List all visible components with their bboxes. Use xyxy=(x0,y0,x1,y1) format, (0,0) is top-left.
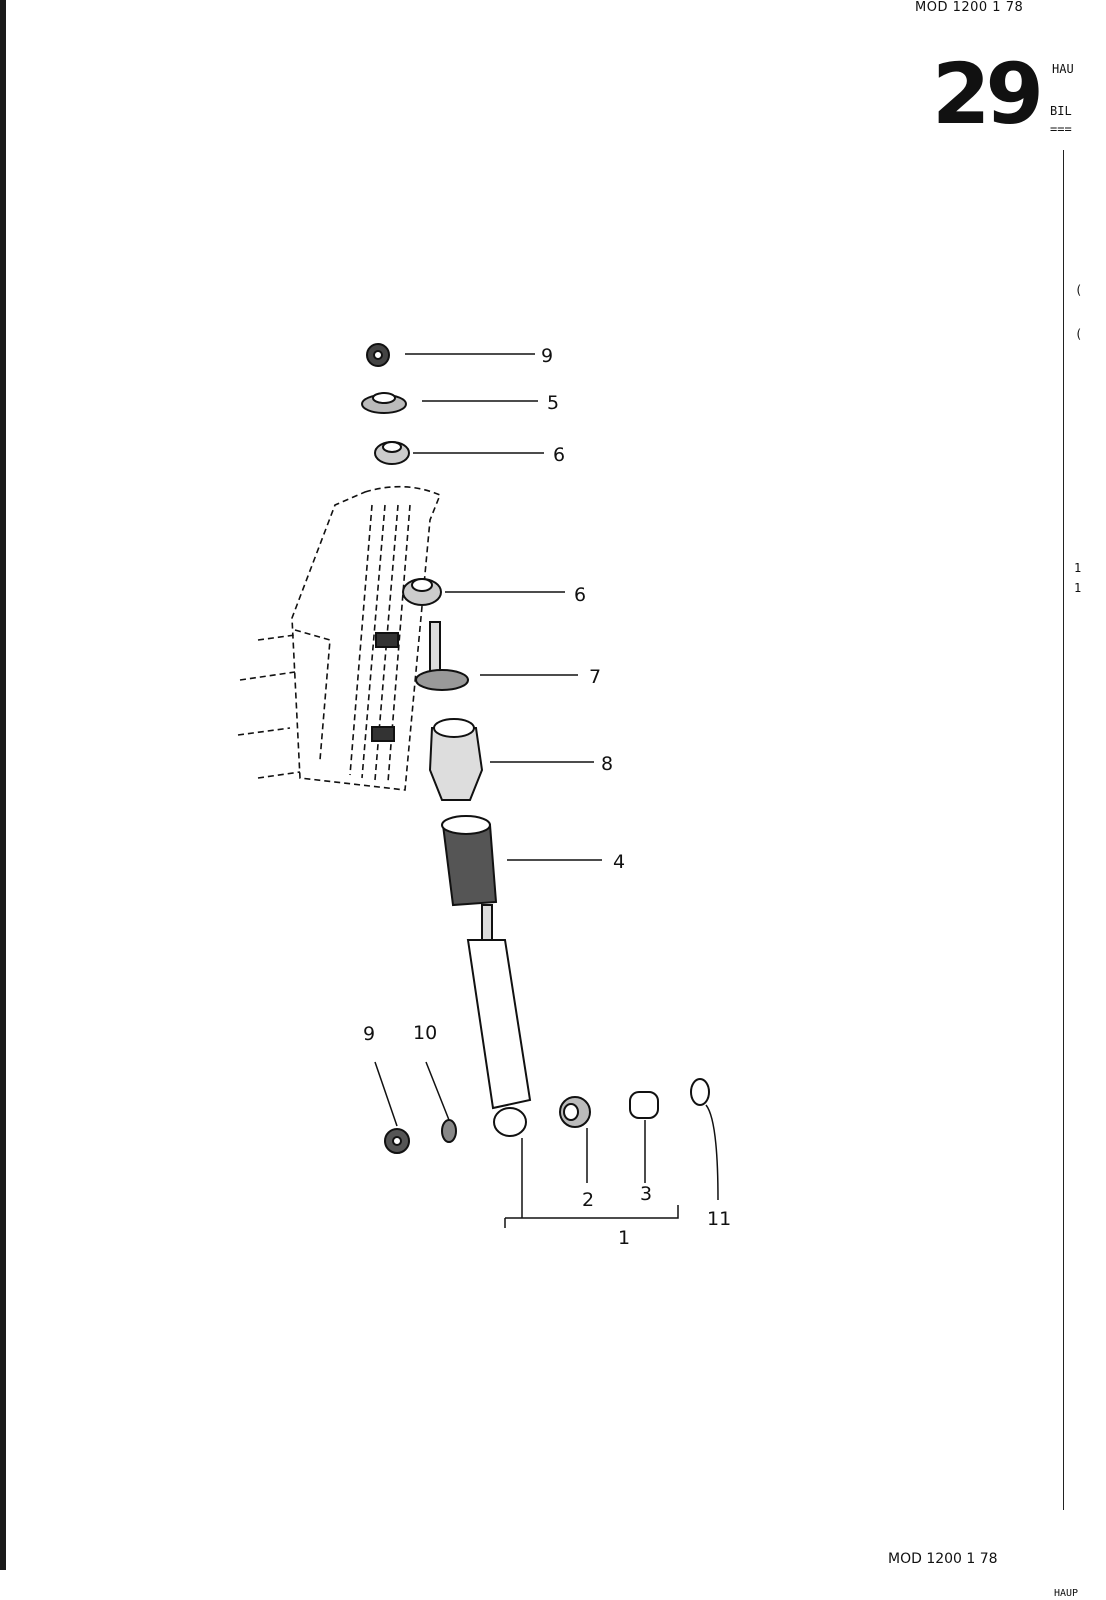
callout-2: 2 xyxy=(582,1189,594,1211)
footer-cut-text: HAUP xyxy=(1054,1588,1079,1599)
callout-6-mid: 6 xyxy=(574,584,586,606)
bracket-stud-upper xyxy=(375,632,399,648)
cup-washer-part xyxy=(361,392,407,414)
callout-9-bottom: 9 xyxy=(363,1023,375,1045)
lower-eye xyxy=(493,1107,527,1137)
bracket-stud-lower xyxy=(371,726,395,742)
bump-stop-part xyxy=(428,718,484,801)
rubber-bushing-top-part xyxy=(374,441,410,465)
sleeve-part xyxy=(629,1091,659,1119)
rubber-bushing-mid-part xyxy=(402,578,442,606)
callout-11: 11 xyxy=(707,1208,731,1230)
callout-7: 7 xyxy=(589,666,601,688)
piston-rod-lower xyxy=(481,904,493,941)
header-model-code: MOD 1200 1 78 xyxy=(915,0,1024,15)
callout-5: 5 xyxy=(547,392,559,414)
page-number: 29 xyxy=(932,45,1044,143)
right-col-heading-1: HAU xyxy=(1052,62,1074,76)
callout-9-top: 9 xyxy=(541,345,553,367)
frame-bracket xyxy=(237,485,442,791)
bottom-nut-part xyxy=(384,1128,410,1154)
page-edge-rule xyxy=(0,0,6,1570)
plate-washer-part xyxy=(415,669,469,691)
callout-4: 4 xyxy=(613,851,625,873)
callout-1: 1 xyxy=(618,1227,630,1249)
right-col-rule-text: === xyxy=(1050,122,1072,136)
small-washer-part xyxy=(690,1078,710,1106)
right-col-fragment: ( xyxy=(1075,283,1083,297)
callout-8: 8 xyxy=(601,753,613,775)
right-col-fragment: 1 xyxy=(1074,581,1082,595)
right-col-fragment: ( xyxy=(1075,327,1083,341)
right-column-rule xyxy=(1063,150,1064,1510)
callout-6-top: 6 xyxy=(553,444,565,466)
right-col-heading-2: BIL xyxy=(1050,104,1072,118)
lock-washer-part xyxy=(441,1119,457,1143)
piston-rod-top xyxy=(429,621,441,678)
stepped-bushing-part xyxy=(559,1096,591,1128)
right-col-fragment: 1 xyxy=(1074,561,1082,575)
shock-cylinder xyxy=(466,939,532,1110)
callout-3: 3 xyxy=(640,1183,652,1205)
dust-cover-part xyxy=(441,815,498,907)
footer-model-code: MOD 1200 1 78 xyxy=(888,1551,998,1567)
callout-10: 10 xyxy=(413,1022,437,1044)
top-nut-part xyxy=(366,343,390,367)
